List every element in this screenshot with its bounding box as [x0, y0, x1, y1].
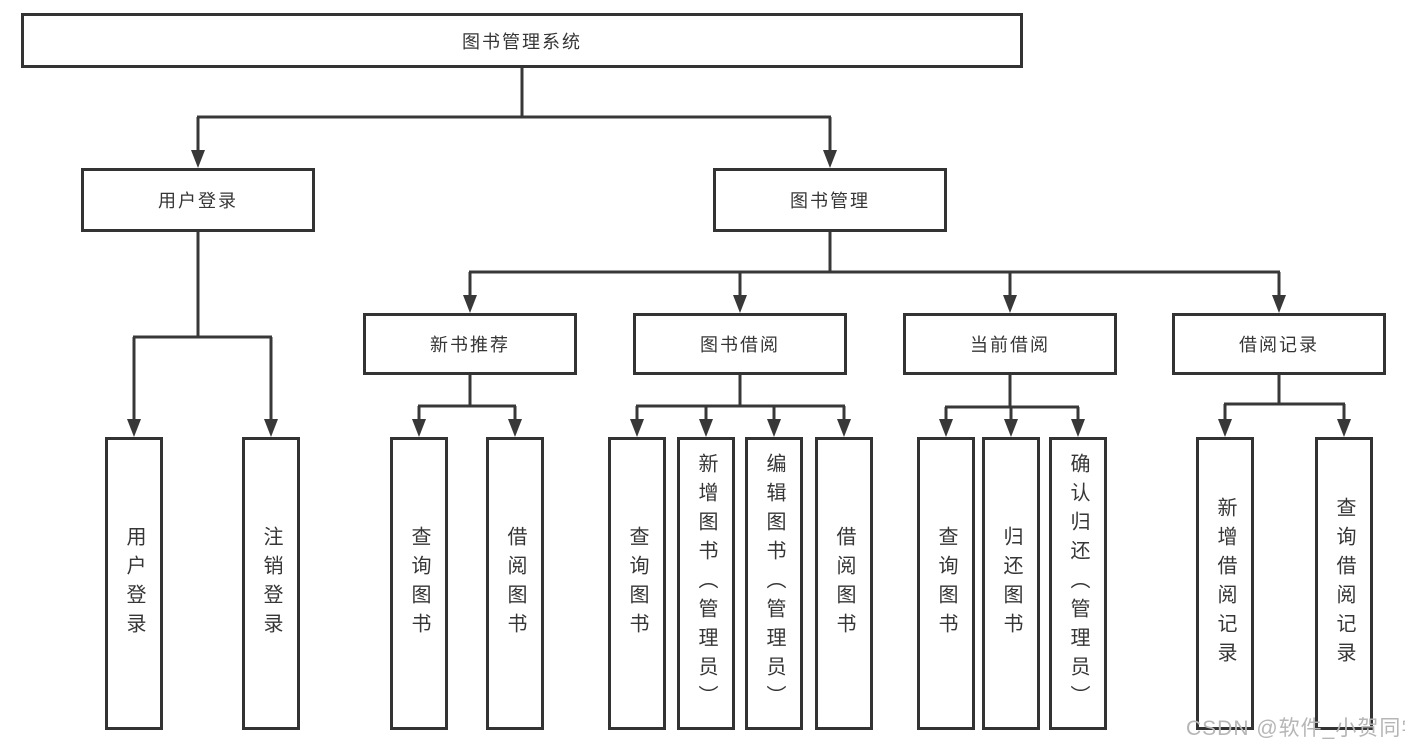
node-borrow-record: 借阅记录 [1172, 313, 1386, 375]
leaf-user-login: 用户登录 [105, 437, 163, 730]
node-current-borrow: 当前借阅 [903, 313, 1117, 375]
node-label: 查询图书 [935, 525, 957, 642]
node-book-borrow: 图书借阅 [633, 313, 847, 375]
leaf-query-borrow-record: 查询借阅记录 [1315, 437, 1373, 730]
node-label: 用户登录 [158, 191, 238, 211]
node-label: 查询借阅记录 [1333, 496, 1355, 671]
leaf-borrow-books-recommend: 借阅图书 [486, 437, 544, 730]
node-library-management-system: 图书管理系统 [21, 13, 1023, 68]
leaf-add-book-admin: 新增图书（管理员） [677, 437, 735, 730]
node-label: 图书管理 [790, 191, 870, 211]
node-label: 查询图书 [626, 525, 648, 642]
leaf-query-books-recommend: 查询图书 [390, 437, 448, 730]
node-label: 确认归还（管理员） [1067, 453, 1089, 714]
node-label: 查询图书 [408, 525, 430, 642]
leaf-logout-login: 注销登录 [242, 437, 300, 730]
node-label: 借阅图书 [504, 525, 526, 642]
node-new-book-recommend: 新书推荐 [363, 313, 577, 375]
node-label: 归还图书 [1000, 525, 1022, 642]
leaf-query-books-borrow: 查询图书 [608, 437, 666, 730]
leaf-query-books-current: 查询图书 [917, 437, 975, 730]
leaf-borrow-books: 借阅图书 [815, 437, 873, 730]
node-label: 当前借阅 [970, 335, 1050, 355]
csdn-watermark: CSDN @软件_小贺同学 [1186, 717, 1405, 740]
node-user-login: 用户登录 [81, 168, 315, 232]
leaf-confirm-return-admin: 确认归还（管理员） [1049, 437, 1107, 730]
node-label: 用户登录 [123, 525, 145, 642]
node-label: 新增图书（管理员） [695, 453, 717, 714]
node-label: 借阅记录 [1239, 335, 1319, 355]
node-label: 图书管理系统 [462, 31, 582, 52]
leaf-edit-book-admin: 编辑图书（管理员） [745, 437, 803, 730]
node-label: 图书借阅 [700, 335, 780, 355]
node-label: 新增借阅记录 [1214, 496, 1236, 671]
leaf-add-borrow-record: 新增借阅记录 [1196, 437, 1254, 730]
node-label: 注销登录 [260, 525, 282, 642]
node-label: 新书推荐 [430, 335, 510, 355]
leaf-return-book: 归还图书 [982, 437, 1040, 730]
node-label: 借阅图书 [833, 525, 855, 642]
node-book-management: 图书管理 [713, 168, 947, 232]
node-label: 编辑图书（管理员） [763, 453, 785, 714]
